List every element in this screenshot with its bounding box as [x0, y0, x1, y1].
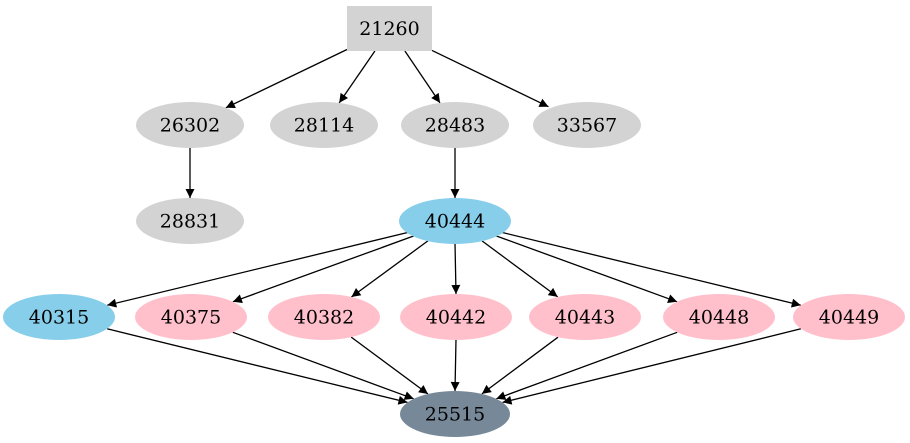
- node-40375: 40375: [135, 294, 247, 340]
- node-26302-label: 26302: [160, 115, 220, 137]
- node-40382-shape: [268, 294, 380, 340]
- edge-40444-40449: [501, 231, 801, 308]
- edge-40444-40442: [451, 242, 461, 295]
- node-40315-label: 40315: [29, 307, 89, 329]
- edge-layer: [106, 48, 802, 405]
- node-40449-label: 40449: [819, 307, 879, 329]
- node-28831: 28831: [136, 198, 244, 244]
- node-40315-shape: [3, 294, 115, 340]
- edge-40444-40443: [481, 240, 559, 298]
- node-40443-shape: [529, 294, 641, 340]
- node-layer: 21260 26302 28114 28483 33567 28831: [3, 6, 905, 437]
- edge-21260-28114: [338, 50, 376, 104]
- node-40443-label: 40443: [555, 307, 615, 329]
- node-33567: 33567: [533, 102, 641, 148]
- node-33567-shape: [533, 102, 641, 148]
- node-21260-label: 21260: [359, 18, 419, 40]
- node-25515-label: 25515: [425, 404, 485, 426]
- node-25515-shape: [400, 391, 510, 437]
- node-40382-label: 40382: [294, 307, 354, 329]
- node-40382: 40382: [268, 294, 380, 340]
- node-40443: 40443: [529, 294, 641, 340]
- node-40442: 40442: [400, 294, 512, 340]
- node-28114-shape: [270, 102, 378, 148]
- node-21260: 21260: [347, 6, 432, 51]
- node-40449: 40449: [793, 294, 905, 340]
- edge-40315-25515: [106, 328, 408, 405]
- node-40444-label: 40444: [425, 211, 485, 233]
- node-40448-label: 40448: [689, 307, 749, 329]
- node-33567-label: 33567: [557, 115, 617, 137]
- node-40444: 40444: [399, 198, 511, 244]
- edge-40444-40382: [351, 240, 429, 298]
- node-28483-label: 28483: [425, 115, 485, 137]
- edge-40444-40315: [107, 231, 409, 308]
- node-40449-shape: [793, 294, 905, 340]
- node-26302: 26302: [136, 102, 244, 148]
- node-25515: 25515: [400, 391, 510, 437]
- node-28483-shape: [401, 102, 509, 148]
- node-40375-shape: [135, 294, 247, 340]
- node-40442-label: 40442: [426, 307, 486, 329]
- edge-40442-25515: [450, 338, 460, 392]
- node-28483: 28483: [401, 102, 509, 148]
- node-28831-label: 28831: [160, 211, 220, 233]
- edge-40382-25515: [350, 336, 429, 395]
- node-21260-shape: [347, 6, 432, 51]
- node-28831-shape: [136, 198, 244, 244]
- node-28114-label: 28114: [294, 115, 354, 137]
- node-40444-shape: [399, 198, 511, 244]
- node-40448: 40448: [663, 294, 775, 340]
- node-40442-shape: [400, 294, 512, 340]
- node-40448-shape: [663, 294, 775, 340]
- edge-40443-25515: [481, 336, 559, 395]
- edge-21260-26302: [225, 48, 348, 109]
- edge-21260-28483: [404, 50, 441, 104]
- edge-21260-33567: [431, 49, 549, 108]
- node-26302-shape: [136, 102, 244, 148]
- edge-40444-40375: [232, 235, 415, 303]
- edge-40444-40448: [495, 235, 678, 303]
- node-28114: 28114: [270, 102, 378, 148]
- node-40375-label: 40375: [161, 307, 221, 329]
- edge-40375-25515: [232, 331, 414, 400]
- edge-40449-25515: [502, 328, 802, 405]
- node-40315: 40315: [3, 294, 115, 340]
- edge-40448-25515: [496, 331, 678, 400]
